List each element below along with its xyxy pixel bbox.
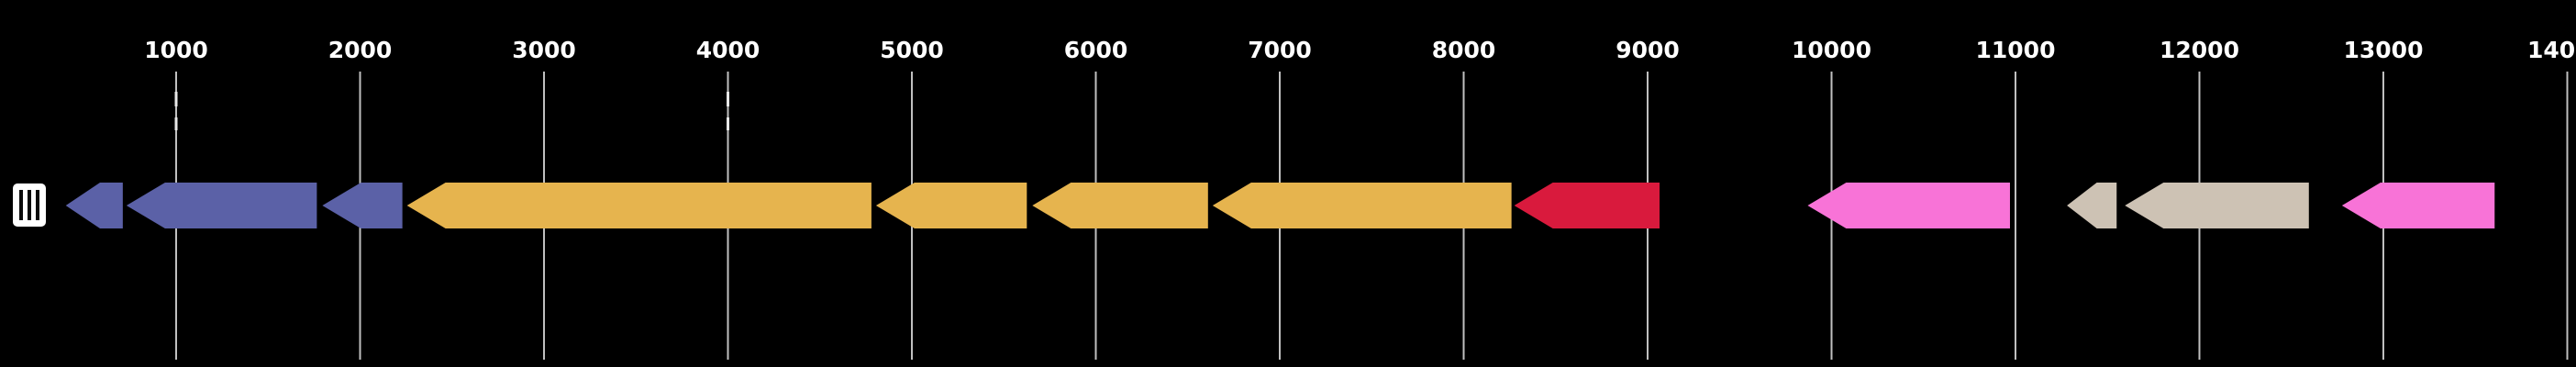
grip-stripe (19, 190, 23, 220)
ruler-tick-label: 1000 (144, 37, 208, 63)
gene-feature-arrow[interactable] (322, 183, 403, 228)
gene-feature-arrow[interactable] (65, 183, 123, 228)
ruler-tick-label: 7000 (1248, 37, 1312, 63)
ruler-tick-label: 10000 (1792, 37, 1871, 63)
ruler-tick-label: 13000 (2344, 37, 2424, 63)
ruler-tick-label: 2000 (328, 37, 393, 63)
grip-stripe (28, 190, 31, 220)
gene-feature-arrow[interactable] (2341, 183, 2495, 228)
gene-feature-arrow[interactable] (2067, 183, 2117, 228)
grip-stripe (36, 190, 39, 220)
gene-feature-arrow[interactable] (406, 183, 872, 228)
gene-feature-arrow[interactable] (126, 183, 317, 228)
gene-feature-arrow[interactable] (1212, 183, 1512, 228)
ruler-tick-label: 12000 (2160, 37, 2239, 63)
gene-feature-arrow[interactable] (1514, 183, 1660, 228)
gene-feature-arrow[interactable] (2125, 183, 2309, 228)
ruler-tick-label: 11000 (1976, 37, 2056, 63)
gene-feature-arrow[interactable] (1032, 183, 1208, 228)
gene-feature-arrow[interactable] (875, 183, 1027, 228)
ruler-tick-label: 8000 (1432, 37, 1496, 63)
ruler-tick-label: 6000 (1064, 37, 1128, 63)
ruler-tick-label: 4000 (696, 37, 761, 63)
gene-feature-arrow[interactable] (1807, 183, 2010, 228)
ruler-tick-label: 14000 (2527, 37, 2576, 63)
ruler-tick-label: 3000 (512, 37, 576, 63)
ruler-tick-label: 9000 (1616, 37, 1680, 63)
ruler-tick-label: 5000 (880, 37, 944, 63)
